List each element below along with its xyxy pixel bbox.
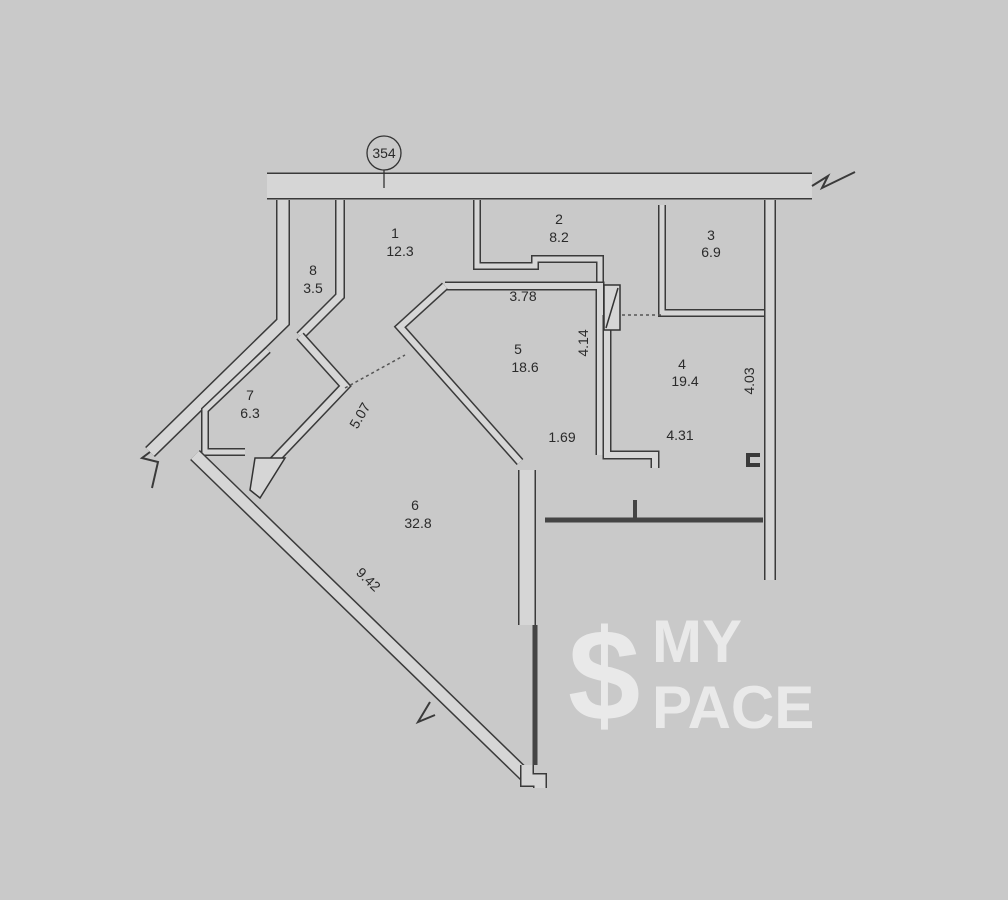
- section-marker-label: 354: [372, 145, 396, 161]
- room-6: 6 32.8: [404, 497, 431, 531]
- dimension-label: 1.69: [548, 429, 575, 445]
- walls: [139, 171, 856, 788]
- room-5: 5 18.6: [511, 341, 538, 375]
- watermark-line2: PACE: [652, 674, 814, 741]
- room-number: 3: [707, 227, 715, 243]
- room-number: 7: [246, 387, 254, 403]
- watermark-line1: MY: [652, 608, 742, 675]
- watermark-dollar: $: [568, 602, 640, 748]
- room-area: 6.9: [701, 244, 721, 260]
- room-8: 8 3.5: [303, 262, 323, 296]
- room-3: 3 6.9: [701, 227, 721, 260]
- room-1: 1 12.3: [386, 225, 413, 259]
- wall-fill: [659, 205, 765, 316]
- opening-line: [344, 354, 406, 389]
- dimension-label: 4.14: [575, 329, 591, 356]
- wall-fill: [262, 333, 350, 473]
- wall-outline: [145, 200, 290, 458]
- room-area: 6.3: [240, 405, 260, 421]
- wall-outline: [746, 453, 760, 467]
- wall-outline: [139, 451, 160, 489]
- dimension-label: 4.31: [666, 427, 693, 443]
- room-number: 1: [391, 225, 399, 241]
- dimension-label: 3.78: [509, 288, 536, 304]
- wall-fill: [604, 315, 658, 468]
- wall-outline: [602, 315, 660, 468]
- wall-fill: [146, 200, 289, 456]
- wall-outline: [415, 701, 436, 725]
- dimension-label: 5.07: [346, 400, 374, 432]
- room-2: 2 8.2: [549, 211, 569, 245]
- wall-outline: [811, 171, 856, 191]
- wall-fill: [202, 348, 270, 455]
- room-area: 8.2: [549, 229, 569, 245]
- room-number: 5: [514, 341, 522, 357]
- wall-fill: [297, 200, 344, 339]
- room-area: 12.3: [386, 243, 413, 259]
- dimension-label: 9.42: [353, 564, 384, 595]
- watermark-logo: $ MY PACE: [568, 602, 814, 748]
- room-number: 2: [555, 211, 563, 227]
- section-marker: 354: [366, 135, 402, 188]
- wall-outline: [473, 200, 604, 283]
- room-area: 3.5: [303, 280, 323, 296]
- wall-fill: [521, 765, 546, 788]
- room-area: 32.8: [404, 515, 431, 531]
- dimension-label: 4.03: [741, 367, 757, 394]
- room-number: 6: [411, 497, 419, 513]
- vent-shaft: [603, 284, 621, 331]
- wall-fill: [191, 451, 534, 784]
- wall-fill: [474, 200, 603, 283]
- room-area: 18.6: [511, 359, 538, 375]
- wall-fill: [395, 283, 523, 464]
- vent-shaft: [249, 457, 287, 500]
- room-7: 7 6.3: [240, 387, 260, 421]
- wall-fill: [445, 283, 603, 455]
- room-number: 8: [309, 262, 317, 278]
- room-number: 4: [678, 356, 686, 372]
- room-area: 19.4: [671, 373, 698, 389]
- room-4: 4 19.4: [671, 356, 698, 389]
